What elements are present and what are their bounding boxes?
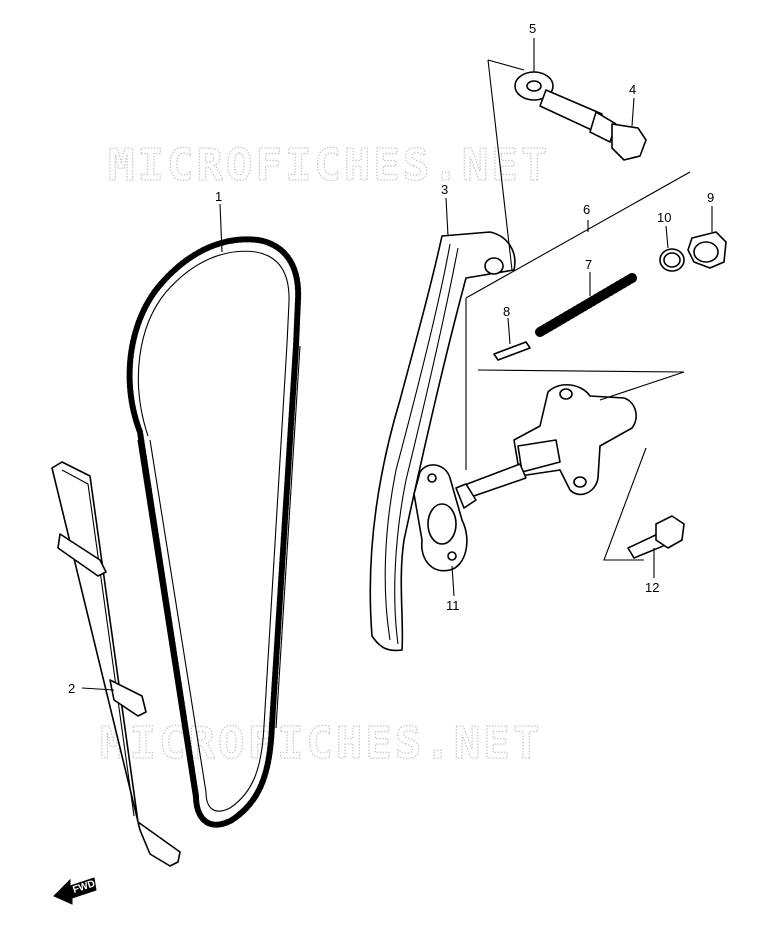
callout-8: 8 xyxy=(503,304,510,319)
callout-4: 4 xyxy=(629,82,636,97)
callout-3: 3 xyxy=(441,182,448,197)
callout-12: 12 xyxy=(645,580,659,595)
callout-2: 2 xyxy=(68,681,75,696)
cap-bolt-part xyxy=(687,231,727,269)
callout-1: 1 xyxy=(215,189,222,204)
gasket-part xyxy=(413,464,468,572)
callout-6: 6 xyxy=(583,202,590,217)
o-ring-part xyxy=(659,248,685,272)
chain-guide-part xyxy=(51,461,181,867)
cam-chain-part xyxy=(126,236,302,828)
callout-7: 7 xyxy=(585,257,592,272)
spring-part xyxy=(535,273,637,337)
forward-arrow-icon: FWD xyxy=(53,877,97,905)
callout-11: 11 xyxy=(446,598,460,613)
bolt-part xyxy=(539,89,647,161)
callout-10: 10 xyxy=(657,210,671,225)
callout-5: 5 xyxy=(529,21,536,36)
adjuster-assembly-part xyxy=(455,384,637,509)
watermark-top: MICROFICHES.NET xyxy=(108,140,550,191)
watermark-bottom: MICROFICHES.NET xyxy=(100,718,542,769)
adjuster-bolt-part xyxy=(627,515,685,559)
callout-9: 9 xyxy=(707,190,714,205)
pin-part xyxy=(493,341,531,361)
grouping-lines xyxy=(465,59,691,561)
leader-lines xyxy=(81,38,713,691)
tensioner-blade-part xyxy=(369,231,516,652)
